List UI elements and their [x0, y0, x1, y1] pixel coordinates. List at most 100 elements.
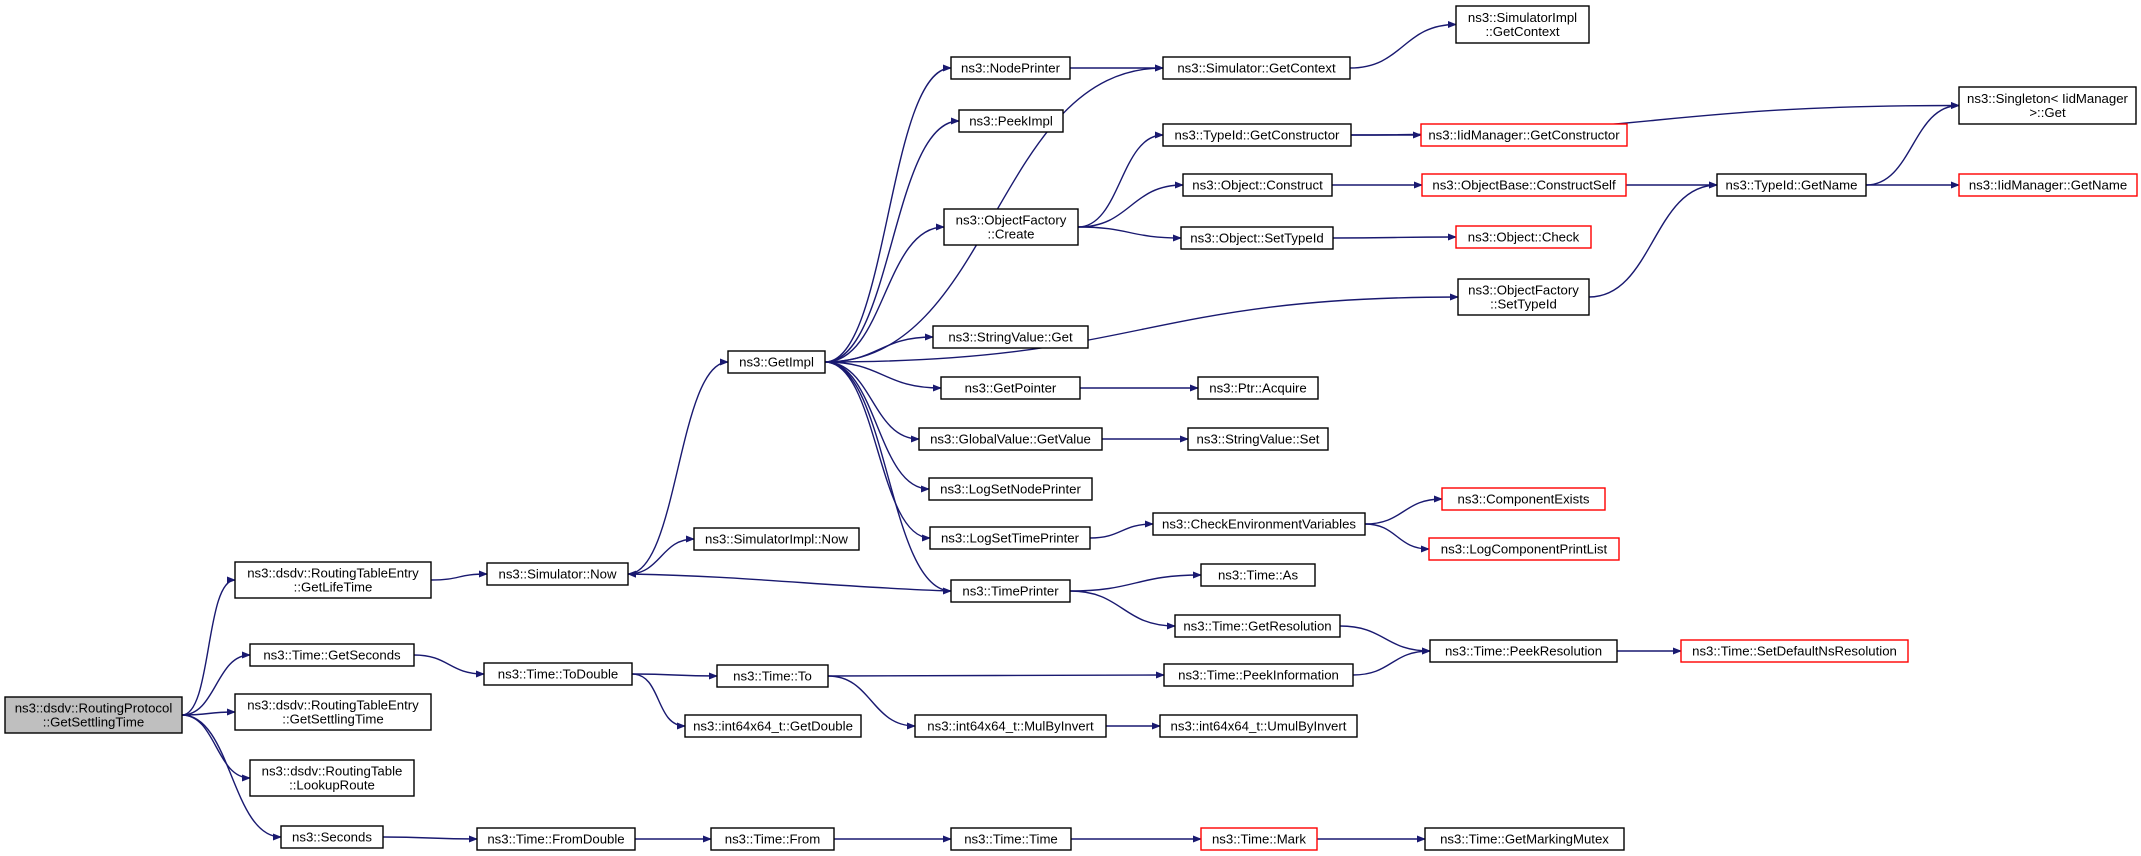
node-ns3-simulatorimpl-getcontext[interactable]: ns3::SimulatorImpl::GetContext	[1455, 5, 1590, 44]
node-ns3-time-getresolution[interactable]: ns3::Time::GetResolution	[1174, 614, 1341, 638]
node-label: ns3::ObjectFactory	[956, 213, 1067, 228]
node-ns3-iidmanager-getname[interactable]: ns3::IidManager::GetName	[1958, 173, 2138, 197]
node-label: ns3::dsdv::RoutingTable	[262, 764, 403, 779]
node-label: ns3::int64x64_t::UmulByInvert	[1171, 719, 1347, 734]
node-ns3-peekimpl[interactable]: ns3::PeekImpl	[958, 109, 1064, 133]
node-ns3-time-setdefaultnsresolution[interactable]: ns3::Time::SetDefaultNsResolution	[1680, 639, 1909, 663]
node-ns3-int64x64-t-getdouble[interactable]: ns3::int64x64_t::GetDouble	[684, 714, 862, 738]
edge-n7-to-n12	[631, 673, 686, 730]
node-box	[1200, 563, 1316, 587]
node-ns3-int64x64-t-umulbyinvert[interactable]: ns3::int64x64_t::UmulByInvert	[1159, 714, 1358, 738]
node-box	[1197, 376, 1319, 400]
node-ns3-time-getseconds[interactable]: ns3::Time::GetSeconds	[249, 643, 415, 667]
node-ns3-time-as[interactable]: ns3::Time::As	[1200, 563, 1316, 587]
node-ns3-iidmanager-getconstructor[interactable]: ns3::IidManager::GetConstructor	[1420, 123, 1628, 147]
edge-path	[181, 708, 236, 716]
node-ns3-time-getmarkingmutex[interactable]: ns3::Time::GetMarkingMutex	[1424, 827, 1625, 851]
node-ns3-logsettimeprinter[interactable]: ns3::LogSetTimePrinter	[929, 526, 1091, 550]
node-ns3-getpointer[interactable]: ns3::GetPointer	[940, 376, 1081, 400]
node-ns3-ptr-acquire[interactable]: ns3::Ptr::Acquire	[1197, 376, 1319, 400]
node-ns3-time-fromdouble[interactable]: ns3::Time::FromDouble	[476, 827, 636, 851]
node-label: >::Get	[2029, 105, 2066, 120]
node-box	[1182, 173, 1333, 197]
node-label: ns3::IidManager::GetConstructor	[1428, 128, 1620, 143]
node-ns3-int64x64-t-mulbyinvert[interactable]: ns3::int64x64_t::MulByInvert	[914, 714, 1107, 738]
node-box	[1424, 827, 1625, 851]
node-ns3-time-time[interactable]: ns3::Time::Time	[950, 827, 1072, 851]
node-box	[483, 662, 633, 686]
edge-n9-to-n18	[824, 361, 942, 392]
node-box	[929, 526, 1091, 550]
edge-path	[1332, 233, 1457, 241]
edge-n6-to-n9	[627, 358, 729, 575]
node-box	[943, 208, 1079, 246]
node-ns3-object-construct[interactable]: ns3::Object::Construct	[1182, 173, 1333, 197]
node-ns3-objectbase-constructself[interactable]: ns3::ObjectBase::ConstructSelf	[1421, 173, 1627, 197]
edge-n0-to-n1	[181, 576, 236, 716]
node-label: ns3::Time::PeekResolution	[1445, 644, 1602, 659]
node-ns3-simulator-getcontext[interactable]: ns3::Simulator::GetContext	[1162, 56, 1351, 80]
node-label: ns3::Time::GetSeconds	[263, 648, 401, 663]
node-label: ns3::ObjectBase::ConstructSelf	[1432, 178, 1616, 193]
node-ns3-globalvalue-getvalue[interactable]: ns3::GlobalValue::GetValue	[918, 427, 1103, 451]
edge-n11-to-n35	[827, 671, 1165, 679]
node-ns3-object-settypeid[interactable]: ns3::Object::SetTypeId	[1180, 226, 1334, 250]
node-ns3-time-from[interactable]: ns3::Time::From	[710, 827, 835, 851]
node-label: ns3::Simulator::Now	[499, 567, 617, 582]
node-ns3-stringvalue-set[interactable]: ns3::StringValue::Set	[1187, 427, 1329, 451]
node-ns3-object-check[interactable]: ns3::Object::Check	[1455, 225, 1592, 249]
edge-path	[1077, 181, 1184, 228]
node-ns3-time-peekinformation[interactable]: ns3::Time::PeekInformation	[1163, 663, 1354, 687]
node-ns3-dsdv-routingtable-lookuproute[interactable]: ns3::dsdv::RoutingTable::LookupRoute	[249, 759, 415, 797]
node-label: ns3::int64x64_t::MulByInvert	[927, 719, 1094, 734]
node-ns3-checkenvironmentvariables[interactable]: ns3::CheckEnvironmentVariables	[1152, 512, 1366, 536]
edge-path	[1588, 181, 1718, 298]
edge-n0-to-n2	[181, 651, 251, 716]
node-label: ns3::int64x64_t::GetDouble	[693, 719, 853, 734]
node-box	[1441, 487, 1606, 511]
node-ns3-objectfactory-settypeid[interactable]: ns3::ObjectFactory::SetTypeId	[1457, 278, 1590, 316]
edge-path	[1865, 101, 1960, 186]
node-ns3-objectfactory-create[interactable]: ns3::ObjectFactory::Create	[943, 208, 1079, 246]
node-box	[1162, 123, 1352, 147]
node-ns3-time-peekresolution[interactable]: ns3::Time::PeekResolution	[1429, 639, 1618, 663]
node-ns3-time-todouble[interactable]: ns3::Time::ToDouble	[483, 662, 633, 686]
node-box	[1457, 278, 1590, 316]
edge-n32-to-n43	[1364, 523, 1430, 553]
node-box	[940, 376, 1081, 400]
node-label: ::Create	[988, 227, 1035, 242]
node-ns3-typeid-getconstructor[interactable]: ns3::TypeId::GetConstructor	[1162, 123, 1352, 147]
node-ns3-componentexists[interactable]: ns3::ComponentExists	[1441, 487, 1606, 511]
node-ns3-getimpl[interactable]: ns3::GetImpl	[727, 350, 826, 374]
node-box	[1162, 56, 1351, 80]
edge-path	[1077, 131, 1164, 228]
node-ns3-stringvalue-get[interactable]: ns3::StringValue::Get	[932, 325, 1089, 349]
node-ns3-simulatorimpl-now[interactable]: ns3::SimulatorImpl::Now	[693, 527, 860, 551]
node-label: ns3::Time::To	[733, 669, 812, 684]
edge-n6-to-n10	[627, 535, 695, 575]
node-ns3-singleton-iidmanager-get[interactable]: ns3::Singleton< IidManager >::Get	[1958, 86, 2137, 125]
node-box	[1174, 614, 1341, 638]
node-box	[1159, 714, 1358, 738]
edge-n9-to-n19	[824, 361, 920, 443]
node-ns3-dsdv-routingtableentry-getlifetime[interactable]: ns3::dsdv::RoutingTableEntry::GetLifeTim…	[234, 561, 432, 599]
node-label: ns3::Time::ToDouble	[498, 667, 618, 682]
edge-path	[1089, 520, 1154, 539]
node-box	[1958, 86, 2137, 125]
edge-path	[824, 361, 920, 443]
edge-path	[1349, 20, 1457, 69]
node-ns3-timeprinter[interactable]: ns3::TimePrinter	[950, 579, 1071, 603]
node-ns3-dsdv-routingprotocol-getsettlingtime[interactable]: ns3::dsdv::RoutingProtocol::GetSettlingT…	[4, 696, 183, 734]
node-ns3-logcomponentprintlist[interactable]: ns3::LogComponentPrintList	[1428, 537, 1620, 561]
node-ns3-logsetnodeprinter[interactable]: ns3::LogSetNodePrinter	[928, 477, 1093, 501]
node-label: ns3::Time::Mark	[1212, 832, 1306, 847]
node-ns3-nodeprinter[interactable]: ns3::NodePrinter	[950, 56, 1071, 80]
node-ns3-simulator-now[interactable]: ns3::Simulator::Now	[486, 562, 629, 586]
node-ns3-dsdv-routingtableentry-getsettlingtime[interactable]: ns3::dsdv::RoutingTableEntry::GetSettlin…	[234, 693, 432, 731]
edge-path	[824, 361, 952, 595]
node-ns3-seconds[interactable]: ns3::Seconds	[280, 825, 384, 849]
node-ns3-time-to[interactable]: ns3::Time::To	[716, 664, 829, 688]
node-ns3-time-mark[interactable]: ns3::Time::Mark	[1200, 827, 1318, 851]
node-ns3-typeid-getname[interactable]: ns3::TypeId::GetName	[1716, 173, 1867, 197]
node-label: ns3::LogSetTimePrinter	[941, 531, 1080, 546]
